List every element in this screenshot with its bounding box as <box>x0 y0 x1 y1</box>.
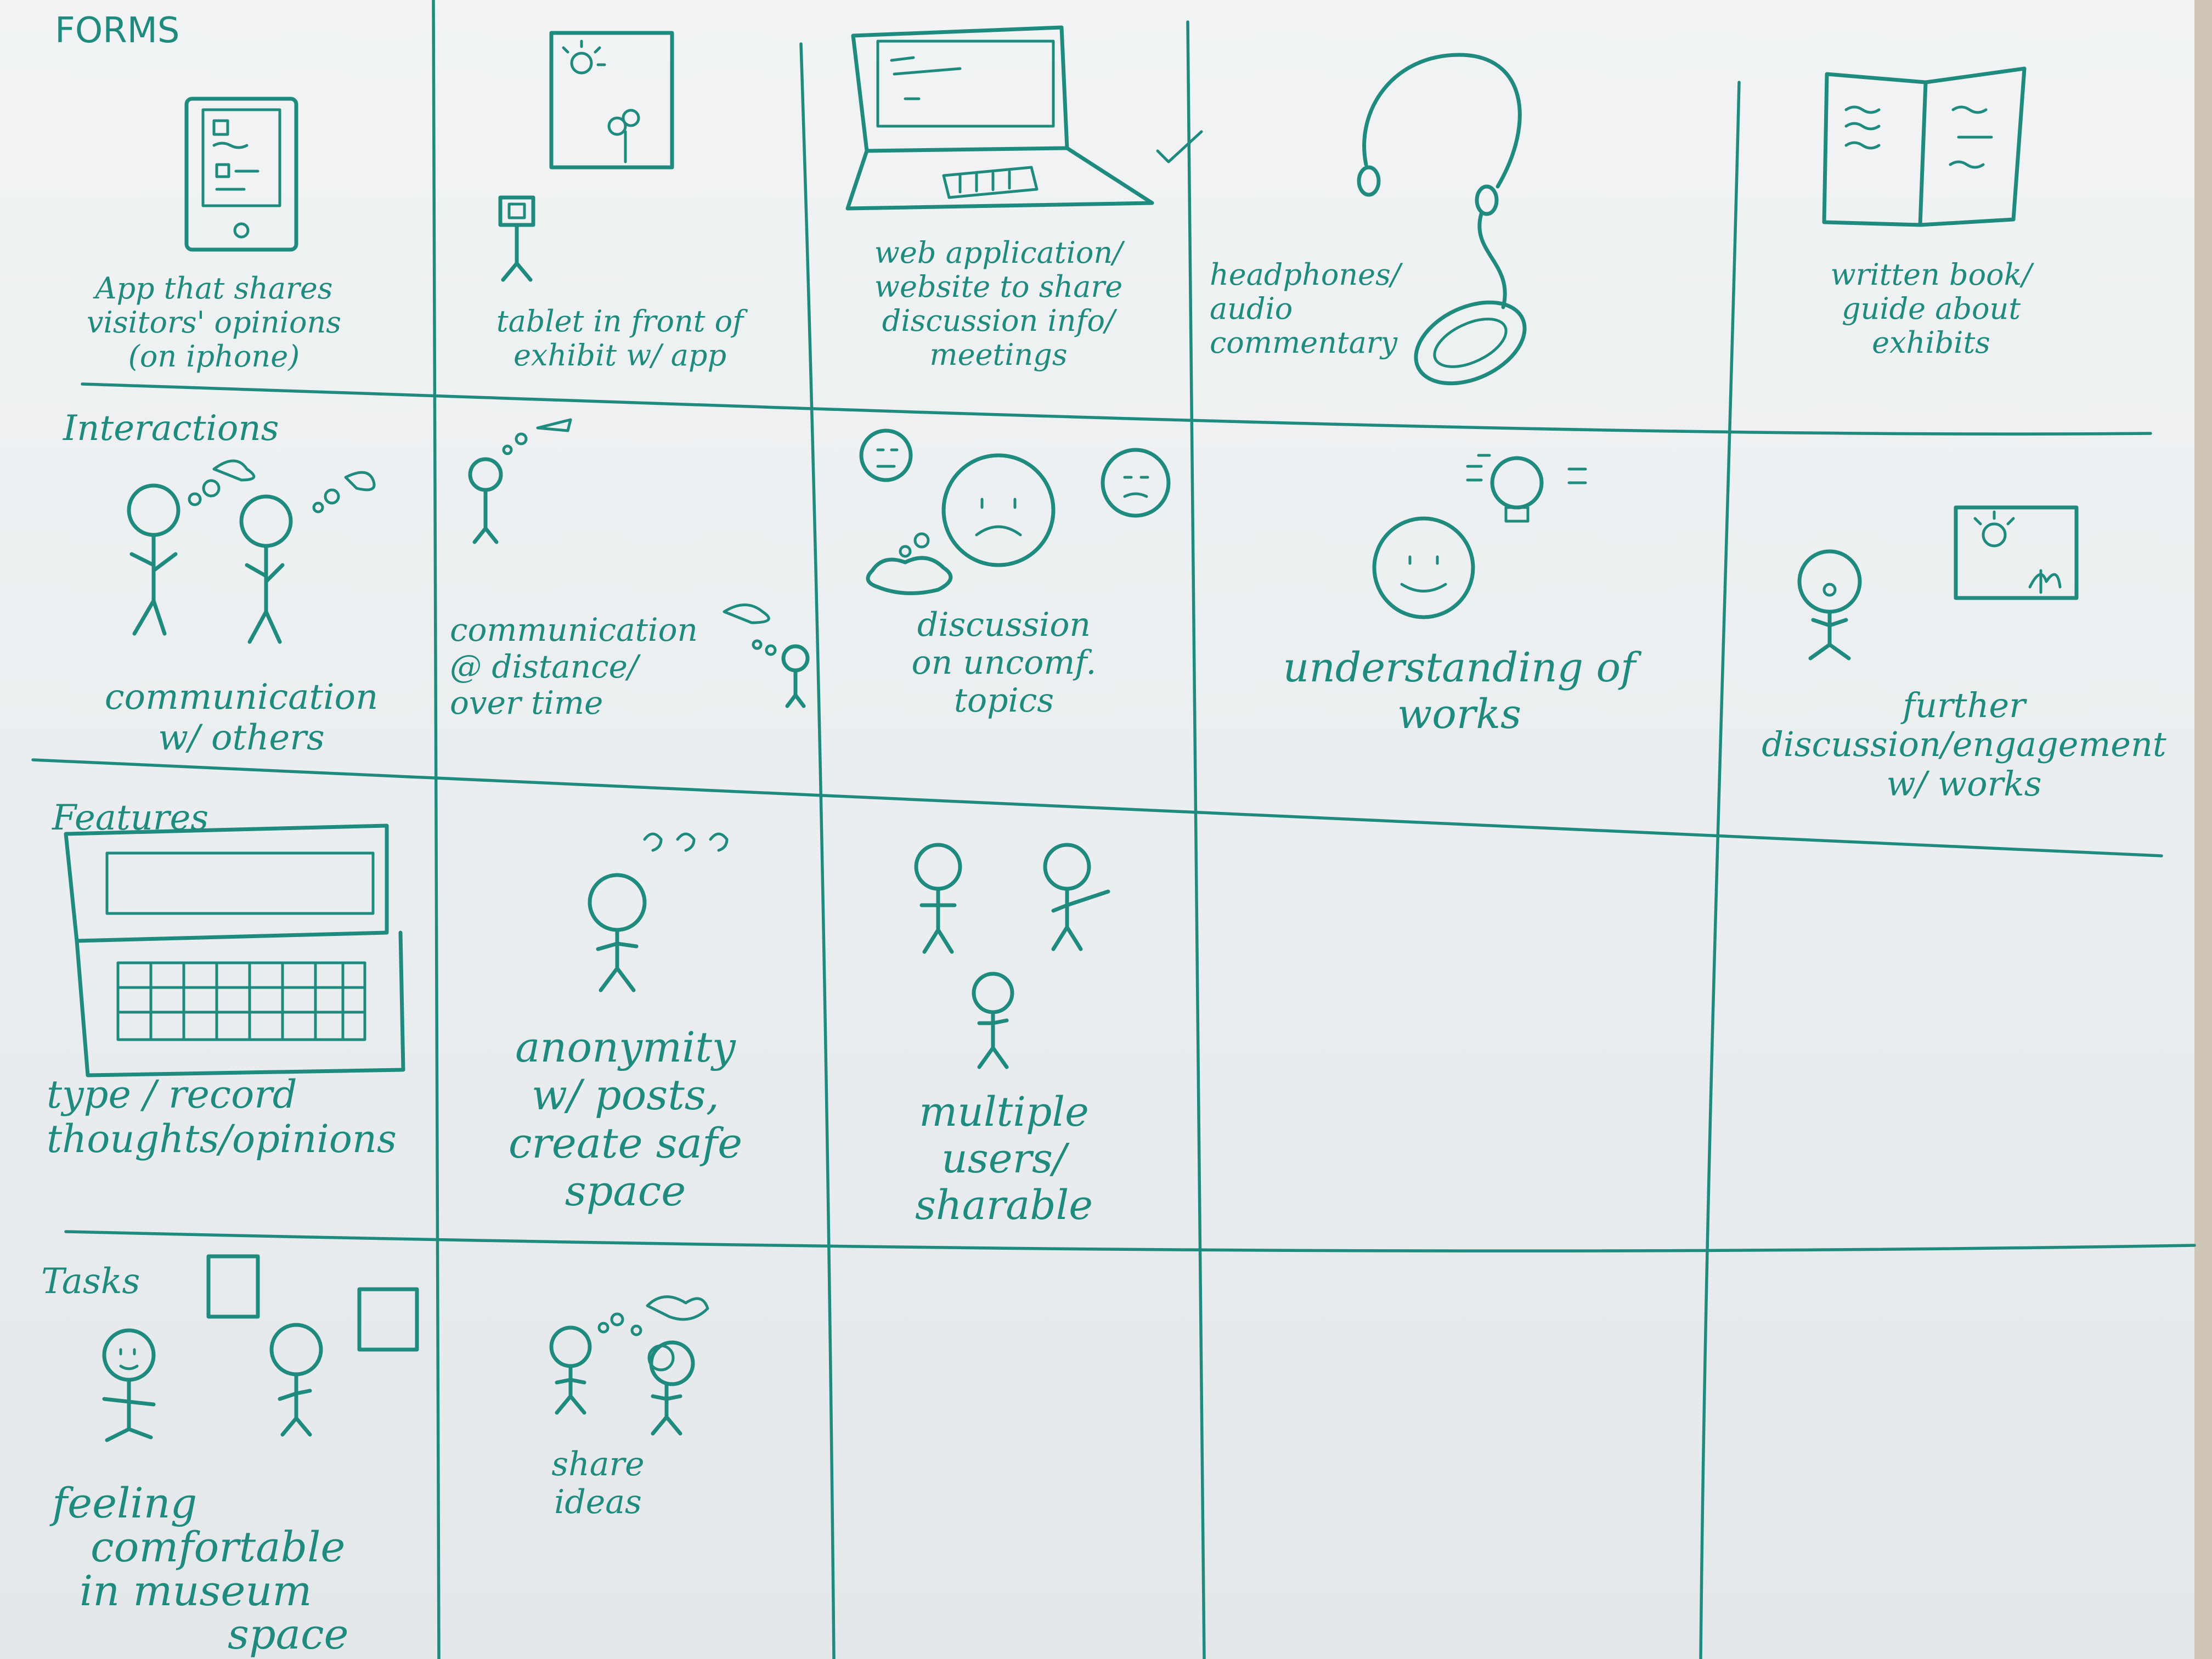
caption-line: website to share <box>874 269 1123 304</box>
row-label-forms: FORMS <box>55 10 180 51</box>
row-label-features: Features <box>52 798 209 838</box>
caption-understanding: understanding of works <box>1212 644 1706 738</box>
caption-discussion: discussion on uncomf. topics <box>856 606 1152 720</box>
caption-line: topics <box>953 681 1054 720</box>
row-label-interactions: Interactions <box>63 408 279 449</box>
caption-line: discussion/engagement <box>1762 724 2166 765</box>
caption-line: w/ posts, <box>532 1070 719 1120</box>
lightbulb-face-sketch <box>1372 454 1587 619</box>
share-ideas-sketch <box>549 1295 709 1436</box>
caption-line: understanding of <box>1283 644 1636 691</box>
caption-line: space <box>228 1610 349 1659</box>
row-label-tasks: Tasks <box>41 1261 140 1302</box>
laptop-sketch <box>845 25 1203 211</box>
tablet-sketch <box>498 31 674 282</box>
caption-line: @ distance/ <box>450 647 639 685</box>
book-sketch <box>1822 66 2027 227</box>
caption-line: exhibits <box>1872 325 1990 360</box>
caption-line: share <box>551 1445 645 1483</box>
caption-tablet: tablet in front of exhibit w/ app <box>455 304 785 373</box>
caption-line: comfortable <box>91 1522 346 1571</box>
multiple-users-sketch <box>914 843 1110 1069</box>
caption-book: written book/ guide about exhibits <box>1750 257 2112 360</box>
caption-distance: communication @ distance/ over time <box>450 612 724 721</box>
caption-line: anonymity <box>515 1023 736 1071</box>
caption-line: commentary <box>1210 325 1398 360</box>
faces-sketch <box>859 428 1171 595</box>
caption-line: App that shares <box>95 271 333 306</box>
caption-line: headphones/ <box>1210 257 1401 292</box>
phone-sketch <box>184 97 298 252</box>
distance-sketch <box>468 418 810 708</box>
caption-line: w/ others <box>158 717 325 758</box>
caption-line: tablet in front of <box>496 304 744 338</box>
caption-communication: communication w/ others <box>71 677 411 758</box>
caption-line: thoughts/opinions <box>47 1116 397 1161</box>
caption-anonymity: anonymity w/ posts, create safe space <box>472 1023 779 1215</box>
caption-app: App that shares visitors' opinions (on i… <box>71 271 357 374</box>
caption-line: visitors' opinions <box>87 305 341 340</box>
caption-line: discussion info/ <box>882 303 1115 338</box>
caption-line: (on iphone) <box>128 339 300 374</box>
caption-line: sharable <box>915 1182 1093 1229</box>
caption-line: web application/ <box>874 235 1123 270</box>
caption-line: w/ works <box>1886 763 2042 804</box>
caption-line: communication <box>104 677 379 718</box>
museum-visitors-sketch <box>102 1254 419 1442</box>
caption-line: communication <box>450 611 698 648</box>
caption-web: web application/ website to share discus… <box>828 235 1169 373</box>
caption-line: further <box>1903 685 2025 725</box>
caption-comfortable: feeling comfortable in museum space <box>52 1481 436 1656</box>
headphones-sketch <box>1357 53 1527 386</box>
caption-share-ideas: share ideas <box>505 1446 691 1521</box>
caption-further: further discussion/engagement w/ works <box>1750 686 2178 803</box>
caption-line: guide about <box>1841 291 2021 326</box>
viewer-painting-sketch <box>1797 505 2079 661</box>
caption-line: over time <box>450 684 603 722</box>
anonymous-person-sketch <box>588 832 729 992</box>
two-people-sketch <box>127 459 376 644</box>
caption-line: audio <box>1210 291 1293 326</box>
caption-multiple-users: multiple users/ sharable <box>856 1088 1152 1229</box>
caption-line: in museum <box>80 1566 312 1615</box>
caption-line: discussion <box>917 606 1091 644</box>
caption-line: users/ <box>941 1135 1066 1183</box>
caption-line: exhibit w/ app <box>513 338 727 373</box>
caption-line: create safe <box>508 1118 743 1167</box>
caption-line: feeling <box>52 1479 198 1527</box>
caption-line: meetings <box>929 337 1068 373</box>
caption-line: space <box>565 1166 686 1216</box>
caption-line: written book/ <box>1830 257 2032 292</box>
caption-line: ideas <box>554 1483 642 1521</box>
caption-line: type / record <box>47 1072 297 1117</box>
caption-line: on uncomf. <box>911 644 1097 682</box>
caption-headphones: headphones/ audio commentary <box>1210 257 1418 360</box>
keyboard-sketch <box>64 823 405 1077</box>
caption-type-record: type / record thoughts/opinions <box>47 1073 425 1161</box>
caption-line: works <box>1397 691 1522 738</box>
caption-line: multiple <box>919 1088 1089 1136</box>
